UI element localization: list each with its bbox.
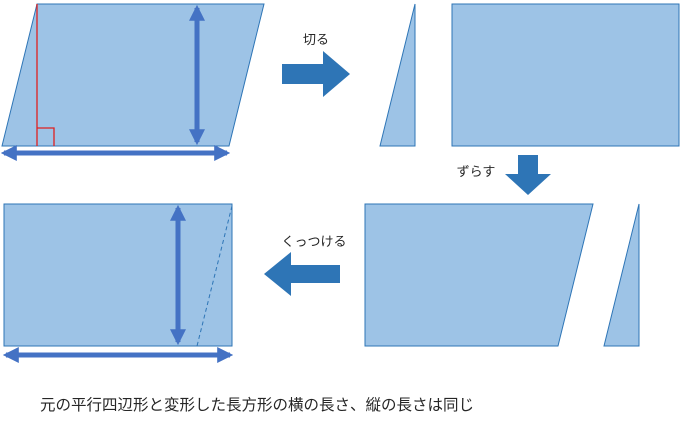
result-rectangle [3,203,233,347]
shifted-pieces-group [364,203,640,347]
join-step-arrow-icon [264,252,340,296]
cut-rectangle-piece [451,3,680,147]
shifted-triangle-piece [603,203,640,347]
right-angle-mark [37,127,55,146]
cut-label: 切る [303,33,329,48]
result-rectangle-group [2,203,234,364]
original-parallelogram [1,3,265,147]
shift-step-arrow-icon [505,155,551,195]
join-label: くっつける [281,235,346,250]
shifted-rectangle-piece [364,203,594,347]
join-seam-dashed-line [196,205,233,347]
shift-label: ずらす [457,165,496,180]
cut-triangle-piece [379,3,416,147]
cut-step-arrow-icon [282,51,350,97]
explanation-caption: 元の平行四辺形と変形した長方形の横の長さ、縦の長さは同じ [40,396,474,414]
cut-pieces-group [379,3,680,147]
original-parallelogram-group [0,3,265,162]
